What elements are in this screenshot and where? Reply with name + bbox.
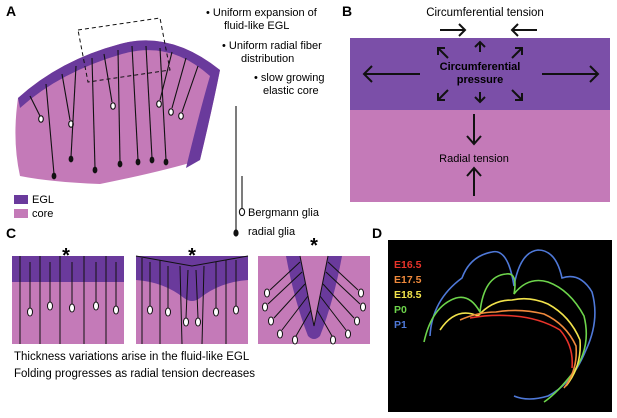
panel-c-caption-line-1: Thickness variations arise in the fluid-…: [14, 351, 250, 363]
panel-c: C * *: [6, 225, 370, 380]
panel-c-caption-line-2: Folding progresses as radial tension dec…: [14, 368, 255, 380]
radial-glia-somata: [51, 155, 169, 180]
contour-traces: [423, 249, 596, 403]
radial-glia-label: radial glia: [248, 226, 296, 238]
circumferential-tension-label: Circumferential tension: [426, 7, 544, 19]
bergmann-glia-label: Bergmann glia: [248, 207, 320, 219]
glia-key: Bergmann glia radial glia: [233, 106, 320, 238]
stage-label-e17-5: E17.5: [394, 274, 422, 286]
radial-glia-soma: [233, 229, 239, 237]
fold-stage-3-star: *: [310, 235, 318, 257]
radial-tension-label: Radial tension: [439, 153, 509, 165]
core-region: [15, 40, 220, 185]
zoom-box: [77, 17, 171, 83]
pressure-arrows: [362, 23, 600, 196]
stage-label-p1: P1: [394, 319, 407, 331]
panel-c-letter: C: [6, 225, 16, 241]
contour-e16-5: [469, 314, 574, 369]
panel-a-bullets: • Uniform expansion of fluid-like EGL • …: [206, 7, 325, 97]
bullet-2-line-2: distribution: [241, 53, 294, 65]
pressure-label-line-1: Circumferential: [440, 61, 521, 73]
bullet-1-line-1: • Uniform expansion of: [206, 7, 318, 19]
contour-e17-5: [459, 309, 578, 389]
stage-label-e16-5: E16.5: [394, 259, 422, 271]
legend-core-swatch: [14, 209, 28, 218]
core-block: [350, 110, 610, 202]
panel-b-letter: B: [342, 3, 352, 19]
panel-a-legend: EGL core: [14, 194, 54, 220]
panel-a: A: [6, 3, 325, 238]
egl-layer: [18, 40, 220, 168]
bullet-3-line-2: elastic core: [263, 85, 319, 97]
fold-stage-3: *: [258, 235, 370, 345]
bullet-1-line-2: fluid-like EGL: [224, 20, 289, 32]
legend-egl-label: EGL: [32, 194, 54, 206]
bullet-3-line-1: • slow growing: [254, 72, 325, 84]
radial-fibers: [29, 45, 199, 175]
panel-d-letter: D: [372, 225, 382, 241]
fold-stage-1: *: [12, 245, 124, 344]
panel-d-background: [388, 240, 612, 412]
fold-stage-2: *: [135, 245, 249, 345]
stage-legend: E16.5 E17.5 E18.5 P0 P1: [394, 259, 422, 331]
panel-a-letter: A: [6, 3, 16, 19]
contour-p0: [423, 273, 588, 403]
bergmann-glia-soma: [238, 207, 246, 217]
pressure-label-line-2: pressure: [457, 74, 503, 86]
stage-label-e18-5: E18.5: [394, 289, 422, 301]
legend-egl-swatch: [14, 195, 28, 204]
panel-b: B Circumferential tension Circumferentia…: [342, 3, 610, 202]
stage-label-p0: P0: [394, 304, 407, 316]
legend-core-label: core: [32, 208, 53, 220]
bullet-2-line-1: • Uniform radial fiber: [222, 40, 322, 52]
panel-d: D E16.5 E17.5 E18.5 P0 P1: [372, 225, 612, 412]
